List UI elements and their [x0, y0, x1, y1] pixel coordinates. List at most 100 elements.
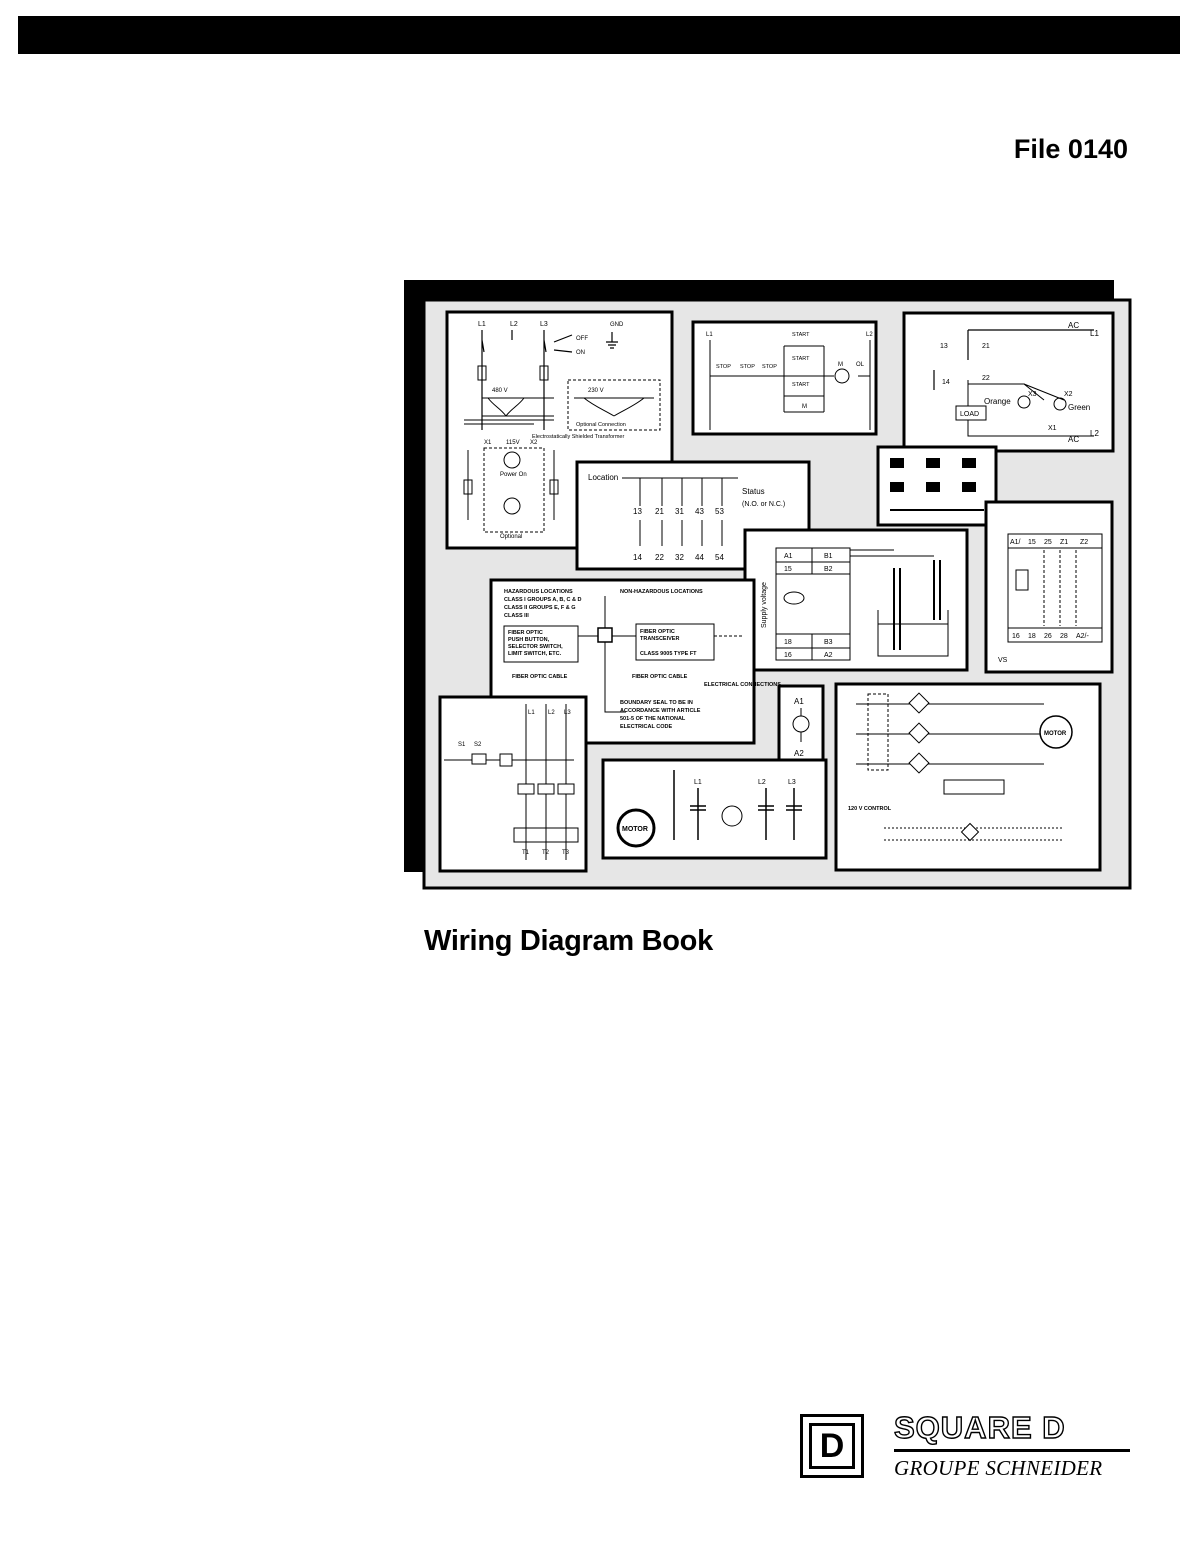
- svg-text:CLASS I GROUPS A, B, C & D: CLASS I GROUPS A, B, C & D: [504, 597, 581, 603]
- svg-text:25: 25: [1044, 539, 1052, 546]
- svg-text:28: 28: [1060, 633, 1068, 640]
- svg-text:B1: B1: [824, 553, 833, 560]
- supply-voltage-diagram: Supply voltage A1 B1 15 B2 18 B3 16 A2: [743, 528, 969, 672]
- svg-text:X1: X1: [484, 440, 492, 446]
- svg-text:B2: B2: [824, 566, 833, 573]
- svg-text:L1: L1: [1090, 329, 1099, 338]
- svg-text:16: 16: [1012, 633, 1020, 640]
- drive-diagram: MOTOR 120 V CONTROL: [834, 682, 1102, 872]
- svg-text:14: 14: [942, 379, 950, 386]
- svg-text:FIBER OPTIC CABLE: FIBER OPTIC CABLE: [632, 674, 688, 680]
- svg-text:15: 15: [784, 566, 792, 573]
- svg-text:13: 13: [633, 507, 642, 516]
- svg-text:X1: X1: [1048, 425, 1057, 432]
- svg-text:START: START: [792, 382, 810, 388]
- svg-text:OFF: OFF: [576, 336, 588, 342]
- svg-text:44: 44: [695, 553, 704, 562]
- svg-text:Green: Green: [1068, 403, 1090, 412]
- svg-text:16: 16: [784, 652, 792, 659]
- svg-text:A2: A2: [794, 749, 804, 758]
- svg-text:21: 21: [655, 507, 664, 516]
- svg-text:A2/-: A2/-: [1076, 633, 1090, 640]
- svg-text:LIMIT SWITCH, ETC.: LIMIT SWITCH, ETC.: [508, 651, 562, 657]
- svg-text:Supply voltage: Supply voltage: [761, 582, 768, 628]
- brand-subtitle: GROUPE SCHNEIDER: [894, 1456, 1103, 1480]
- svg-text:PUSH BUTTON,: PUSH BUTTON,: [508, 637, 550, 643]
- file-number: File 0140: [1013, 134, 1128, 164]
- cover-illustration: L1 L2 L3 GND OFF ON 480 V 230 V Optional…: [404, 280, 1136, 892]
- svg-text:B3: B3: [824, 639, 833, 646]
- timer-relay-diagram: A1/ 15 25 Z1 Z2 16 18 26 28 A2/- VS: [984, 500, 1114, 674]
- svg-text:43: 43: [695, 507, 704, 516]
- motor-lines-diagram: MOTOR L1 L2 L3: [601, 758, 828, 860]
- svg-text:CLASS II GROUPS E, F & G: CLASS II GROUPS E, F & G: [504, 605, 576, 611]
- svg-text:L2: L2: [758, 779, 766, 786]
- svg-text:501-5 OF THE NATIONAL: 501-5 OF THE NATIONAL: [620, 716, 686, 722]
- svg-text:Location: Location: [588, 473, 618, 482]
- svg-text:21: 21: [982, 343, 990, 350]
- svg-text:Status: Status: [742, 487, 765, 496]
- svg-text:18: 18: [784, 639, 792, 646]
- svg-text:Power On: Power On: [500, 472, 527, 478]
- svg-text:BOUNDARY SEAL TO BE IN: BOUNDARY SEAL TO BE IN: [620, 700, 693, 706]
- svg-text:13: 13: [940, 343, 948, 350]
- svg-text:OL: OL: [856, 362, 865, 368]
- svg-text:15: 15: [1028, 539, 1036, 546]
- book-title: Wiring Diagram Book: [424, 925, 713, 957]
- terminal-block-diagram: [876, 445, 998, 527]
- svg-text:GND: GND: [610, 322, 624, 328]
- svg-text:T1: T1: [522, 850, 530, 856]
- header-bar: [18, 16, 1180, 54]
- svg-text:A1/: A1/: [1010, 539, 1021, 546]
- svg-text:Electrostatically Shielded Tra: Electrostatically Shielded Transformer: [532, 434, 624, 440]
- svg-text:STOP: STOP: [762, 364, 777, 370]
- svg-text:MOTOR: MOTOR: [622, 826, 648, 833]
- svg-text:START: START: [792, 356, 810, 362]
- svg-text:Orange: Orange: [984, 397, 1011, 406]
- svg-text:22: 22: [982, 375, 990, 382]
- svg-text:AC: AC: [1068, 321, 1079, 330]
- svg-text:ACCORDANCE WITH ARTICLE: ACCORDANCE WITH ARTICLE: [620, 708, 701, 714]
- svg-text:LOAD: LOAD: [960, 411, 979, 418]
- svg-text:MOTOR: MOTOR: [1044, 731, 1067, 737]
- coil-diagram: A1 A2: [777, 684, 825, 768]
- svg-text:X2: X2: [530, 440, 538, 446]
- svg-text:START: START: [792, 332, 810, 338]
- svg-text:32: 32: [675, 553, 684, 562]
- wiring-collage: L1 L2 L3 GND OFF ON 480 V 230 V Optional…: [404, 280, 1132, 890]
- ac-load-diagram: AC L1 13 14 21 22 LOAD Orange Green X3 X…: [902, 311, 1115, 453]
- svg-text:SELECTOR SWITCH,: SELECTOR SWITCH,: [508, 644, 563, 650]
- square-d-logo: D: [800, 1414, 864, 1478]
- svg-text:54: 54: [715, 553, 724, 562]
- svg-text:L1: L1: [694, 779, 702, 786]
- svg-text:Z1: Z1: [1060, 539, 1068, 546]
- brand-name: SQUARE D: [893, 1409, 1066, 1445]
- svg-text:ELECTRICAL CONNECTIONS: ELECTRICAL CONNECTIONS: [704, 682, 781, 688]
- svg-text:A1: A1: [794, 697, 804, 706]
- svg-text:T3: T3: [562, 850, 570, 856]
- svg-text:L3: L3: [788, 779, 796, 786]
- svg-text:NON-HAZARDOUS LOCATIONS: NON-HAZARDOUS LOCATIONS: [620, 589, 703, 595]
- svg-text:L2: L2: [510, 321, 518, 328]
- svg-text:Optional Connection: Optional Connection: [576, 422, 626, 428]
- svg-text:S2: S2: [474, 742, 482, 748]
- svg-text:T2: T2: [542, 850, 550, 856]
- svg-text:CLASS III: CLASS III: [504, 613, 529, 619]
- svg-text:VS: VS: [998, 657, 1008, 664]
- svg-text:26: 26: [1044, 633, 1052, 640]
- svg-text:FIBER OPTIC: FIBER OPTIC: [508, 630, 543, 636]
- svg-text:Z2: Z2: [1080, 539, 1088, 546]
- svg-text:120 V CONTROL: 120 V CONTROL: [848, 806, 892, 812]
- svg-text:L2: L2: [1090, 429, 1099, 438]
- svg-text:115V: 115V: [506, 440, 520, 446]
- svg-text:A2: A2: [824, 652, 833, 659]
- svg-text:STOP: STOP: [740, 364, 755, 370]
- svg-text:L2: L2: [866, 332, 873, 338]
- svg-text:31: 31: [675, 507, 684, 516]
- svg-text:480 V: 480 V: [492, 388, 508, 394]
- motor-circuit-diagram: L1 L2 L3 S1 S2 T1 T2 T3: [438, 695, 588, 873]
- svg-text:22: 22: [655, 553, 664, 562]
- svg-text:CLASS 9005 TYPE FT: CLASS 9005 TYPE FT: [640, 651, 697, 657]
- svg-text:A1: A1: [784, 553, 793, 560]
- svg-text:FIBER OPTIC CABLE: FIBER OPTIC CABLE: [512, 674, 568, 680]
